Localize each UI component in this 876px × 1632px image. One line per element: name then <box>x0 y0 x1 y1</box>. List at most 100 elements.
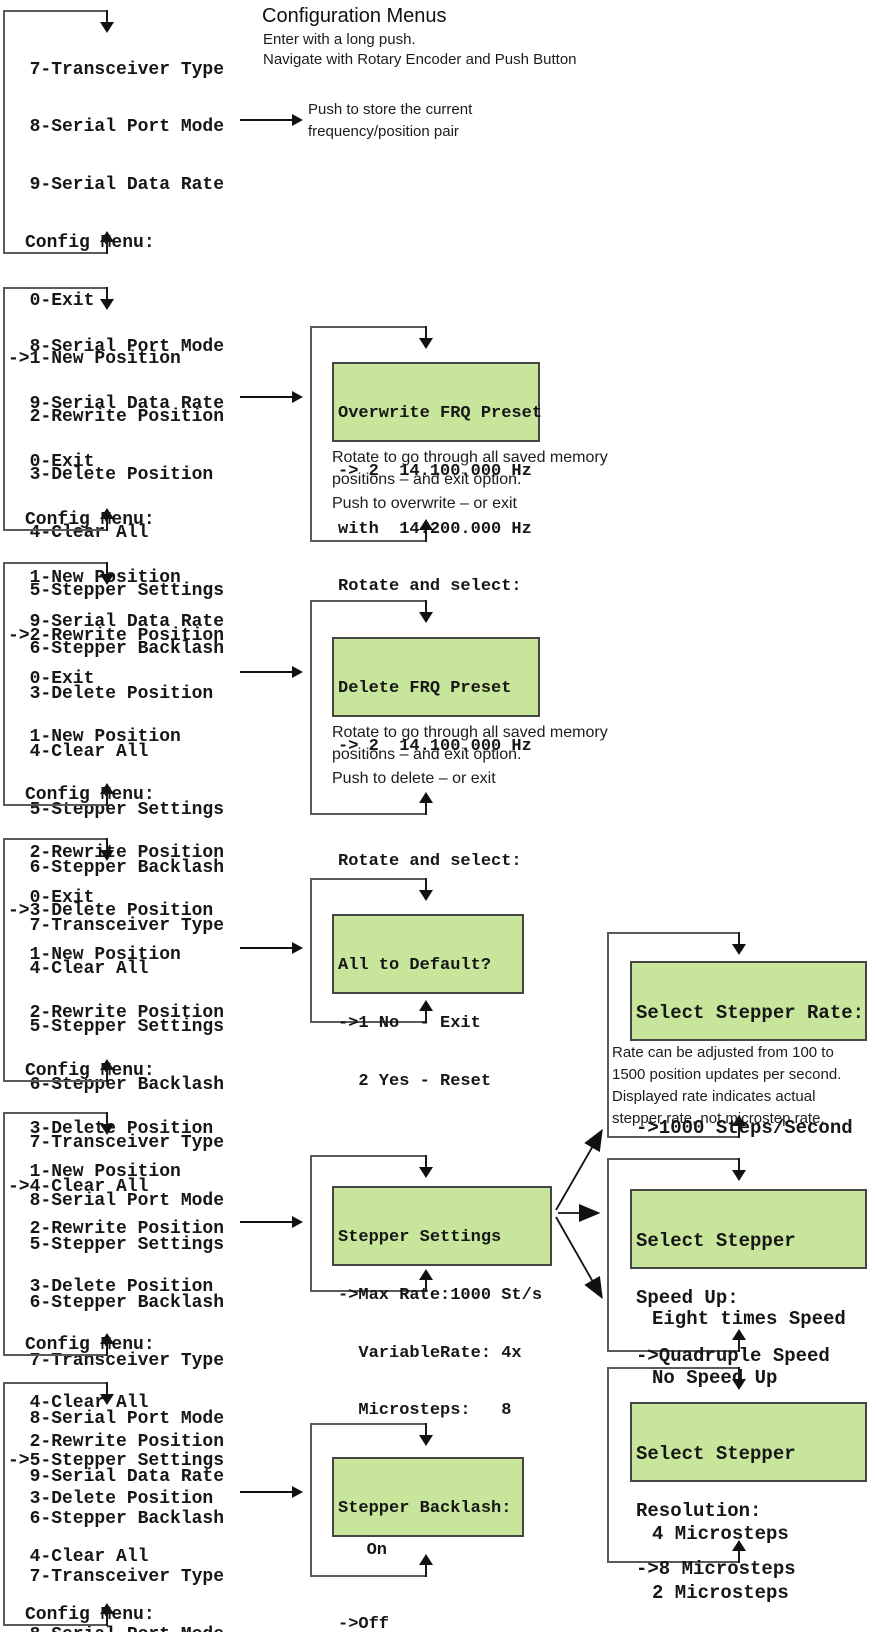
lcd-line: Resolution: <box>636 1500 762 1523</box>
menu-item: 7-Transceiver Type <box>8 59 225 80</box>
config-menu-header: Config Menu: <box>25 510 155 531</box>
menu-item: 6-Stepper Backlash <box>8 1508 225 1529</box>
lcd-line: Speed Up: <box>636 1287 739 1310</box>
config-menu-header: Config Menu: <box>25 1335 155 1356</box>
lcd-screen-stepper-settings: Stepper Settings ->Max Rate:1000 St/s Va… <box>332 1186 552 1420</box>
cycle-arrow-down-icon <box>419 878 433 901</box>
menu-item-selected: ->3-Delete Position <box>8 901 214 922</box>
note-line: 1500 position updates per second. <box>612 1066 842 1083</box>
lcd-line: 2 Yes - Reset <box>338 1071 492 1091</box>
note-text: Rate can be adjusted from 100 to 1500 po… <box>612 1042 841 1130</box>
lcd-line: ->Max Rate:1000 St/s <box>338 1286 543 1305</box>
cycle-arrow-up-icon <box>100 508 114 531</box>
note-line: Rotate to go through all saved memory <box>332 449 608 466</box>
cycle-arrow-up-icon <box>419 1000 433 1023</box>
cycle-arrow-up-icon <box>732 1115 746 1138</box>
menu-item: 5-Stepper Settings <box>8 1234 225 1255</box>
menu-list: 1-New Position 2-Rewrite Position 3-Dele… <box>8 1124 224 1632</box>
cycle-arrow-up-icon <box>100 1059 114 1082</box>
branch-arrow-up <box>555 1128 603 1211</box>
cycle-arrow-down-icon <box>100 1382 114 1405</box>
lcd-cycle-loop <box>310 1423 433 1577</box>
menu-item: 7-Transceiver Type <box>8 1566 225 1587</box>
lcd-line: -> 2 14.100.000 Hz <box>338 737 532 756</box>
cycle-arrow-down-icon <box>419 600 433 623</box>
lcd-line: Select Stepper <box>636 1229 796 1252</box>
menu-list: 2-Rewrite Position 3-Delete Position 4-C… <box>8 1394 224 1632</box>
lcd-line: Stepper Settings <box>338 1228 502 1248</box>
menu-item: 7-Transceiver Type <box>8 1132 225 1153</box>
cycle-arrow-down-icon <box>419 1155 433 1178</box>
cycle-arrow-down-icon <box>100 562 114 585</box>
config-menu-header: Config Menu: <box>25 233 155 254</box>
menu-item: 1-New Position <box>8 945 181 966</box>
page-title: Configuration Menus <box>262 5 447 27</box>
menu-item: 1-New Position <box>8 727 181 748</box>
flow-arrow <box>240 1486 303 1498</box>
menu-item: 0-Exit <box>8 669 95 690</box>
menu-item: 5-Stepper Settings <box>8 580 225 601</box>
menu-item: 8-Serial Port Mode <box>8 336 225 357</box>
lcd-screen-resolution: Select Stepper Resolution: ->8 Microstep… <box>630 1402 867 1579</box>
flow-arrow <box>240 666 303 678</box>
menu-item: 3-Delete Position <box>8 683 214 704</box>
lcd-cycle-loop <box>607 1158 746 1352</box>
note-line: Displayed rate indicates actual <box>612 1088 816 1105</box>
lcd-screen-delete: Delete FRQ Preset -> 2 14.100.000 Hz Rot… <box>332 637 540 871</box>
cycle-arrow-up-icon <box>419 519 433 542</box>
menu-list: 8-Serial Port Mode 9-Serial Data Rate 0-… <box>8 299 224 974</box>
lcd-cycle-loop <box>607 1367 746 1563</box>
lcd-line <box>338 1129 522 1148</box>
lcd-line: VariableRate: 4x <box>338 1343 522 1363</box>
cycle-arrow-up-icon <box>419 792 433 815</box>
cycle-arrow-down-icon <box>100 1112 114 1135</box>
lcd-line: ->Quadruple Speed <box>636 1345 830 1368</box>
note-line: Rotate to go through all saved memory <box>332 724 608 741</box>
config-menu-header: Config Menu: <box>25 1605 155 1626</box>
menu-cycle-loop <box>3 287 114 531</box>
menu-list: 7-Transceiver Type 8-Serial Port Mode 9-… <box>8 22 224 697</box>
lcd-screen-backlash: Stepper Backlash: ->Off <box>332 1457 524 1632</box>
menu-item: 1-New Position <box>8 1161 181 1182</box>
menu-item: 8-Serial Port Mode <box>8 1190 225 1211</box>
cycle-arrow-up-icon <box>732 1329 746 1352</box>
lcd-cycle-loop <box>607 932 746 1138</box>
lcd-line: All to Default? <box>338 956 492 976</box>
lcd-cycle-loop <box>310 600 433 815</box>
menu-item: 6-Stepper Backlash <box>8 638 225 659</box>
cycle-arrow-down-icon <box>732 932 746 955</box>
lcd-screen-speed-up: Select Stepper Speed Up: ->Quadruple Spe… <box>630 1189 867 1366</box>
cycle-arrow-down-icon <box>100 287 114 310</box>
menu-item: 2-Rewrite Position <box>8 1219 225 1240</box>
config-menu-header: Config Menu: <box>25 1061 155 1082</box>
menu-list: 0-Exit 1-New Position 2-Rewrite Position… <box>8 850 224 1525</box>
menu-item: 2-Rewrite Position <box>8 406 225 427</box>
menu-cycle-loop <box>3 562 114 806</box>
menu-item-selected: ->2-Rewrite Position <box>8 626 225 647</box>
menu-item: 0-Exit <box>8 291 95 312</box>
cycle-arrow-up-icon <box>100 1333 114 1356</box>
menu-item: 9-Serial Data Rate <box>8 394 225 415</box>
lcd-line: Delete FRQ Preset <box>338 679 512 699</box>
menu-item: 9-Serial Data Rate <box>8 175 225 196</box>
flow-arrow <box>240 114 303 126</box>
menu-item-selected: ->5-Stepper Settings <box>8 1451 225 1472</box>
lcd-line <box>338 795 538 814</box>
note-text: Push to overwrite – or exit <box>332 495 517 512</box>
menu-item: 6-Stepper Backlash <box>8 1074 225 1095</box>
flow-arrow <box>240 942 303 954</box>
lcd-line: ->1000 Steps/Second <box>636 1117 853 1140</box>
menu-item-selected: ->1-New Position <box>8 349 181 370</box>
option-item: On <box>336 1541 388 1560</box>
menu-item: 3-Delete Position <box>8 1489 214 1510</box>
note-text: Rotate to go through all saved memory po… <box>332 722 608 766</box>
note-line: stepper rate, not microstep rate. <box>612 1110 825 1127</box>
cycle-arrow-down-icon <box>732 1367 746 1390</box>
cycle-arrow-up-icon <box>419 1554 433 1577</box>
title-sub1: Enter with a long push. <box>263 31 416 48</box>
menu-item: 1-New Position <box>8 568 181 589</box>
menu-item: 0-Exit <box>8 887 95 908</box>
option-item: Eight times Speed <box>652 1308 846 1330</box>
menu-cycle-loop <box>3 838 114 1082</box>
menu-item: 4-Clear All <box>8 1547 149 1568</box>
